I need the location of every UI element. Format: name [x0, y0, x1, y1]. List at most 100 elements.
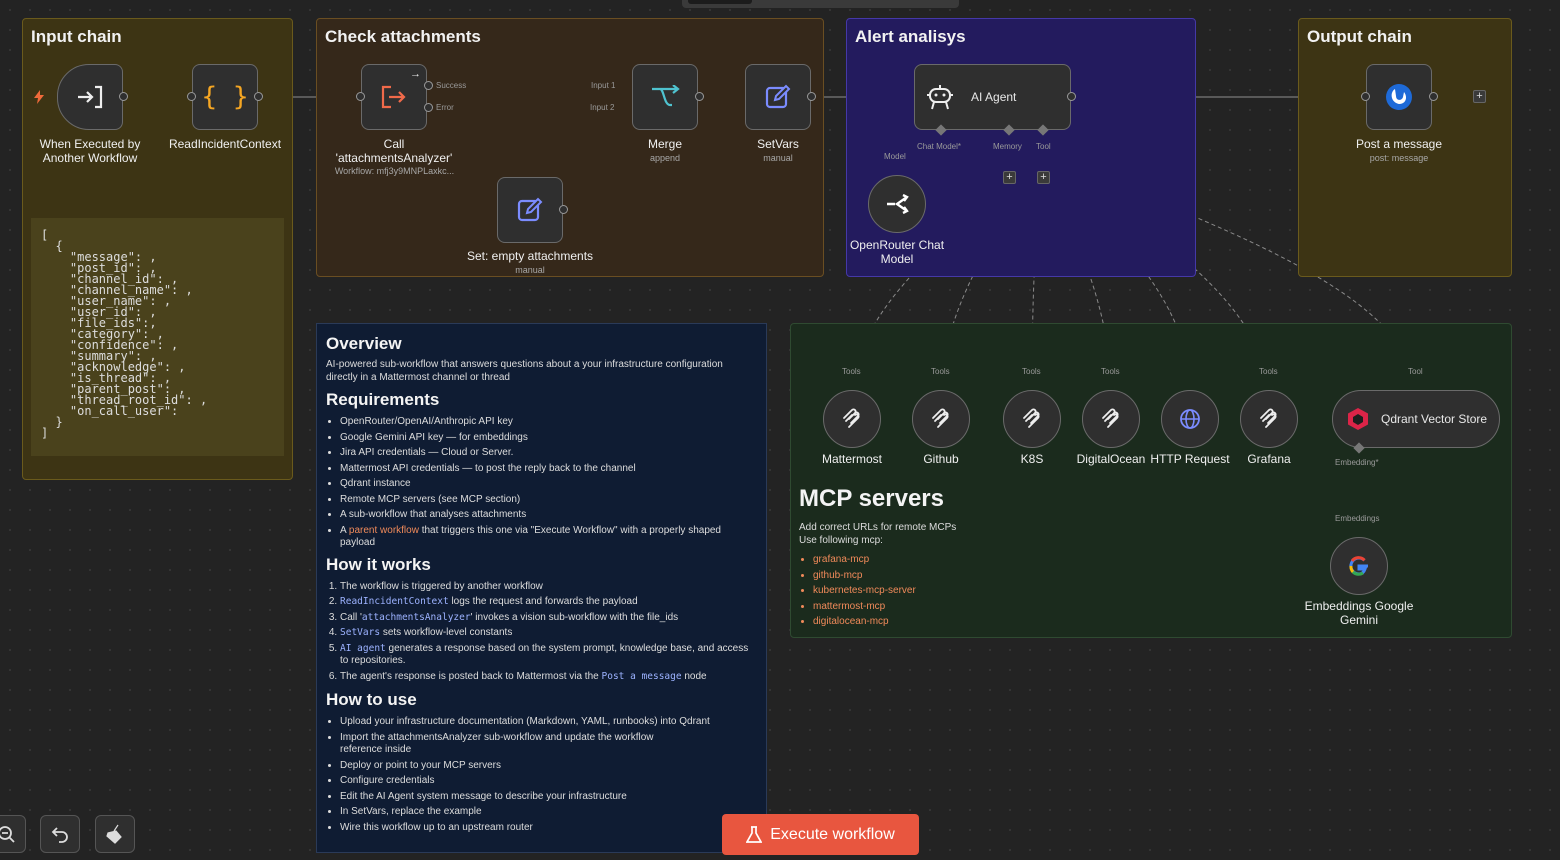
node-label: Merge	[647, 137, 682, 151]
port-out[interactable]	[1429, 92, 1438, 101]
mcp-item[interactable]: grafana-mcp	[813, 552, 1099, 568]
arrow-right-icon: →	[410, 68, 421, 80]
robot-icon	[927, 85, 953, 110]
node-digitalocean-mcp[interactable]	[1082, 390, 1140, 448]
mcp-icon	[1260, 408, 1277, 428]
port-out[interactable]	[559, 205, 568, 214]
mcp-item[interactable]: digitalocean-mcp	[813, 614, 1099, 630]
node-post-message[interactable]	[1366, 64, 1432, 130]
node-grafana-mcp[interactable]	[1240, 390, 1298, 448]
list-item: ReadIncidentContext logs the request and…	[340, 594, 757, 610]
braces-icon: { }	[201, 82, 249, 112]
top-toolbar-segment[interactable]	[688, 0, 752, 4]
node-merge[interactable]	[632, 64, 698, 130]
globe-icon	[1180, 409, 1200, 429]
mattermost-icon	[1386, 84, 1412, 110]
port-success[interactable]	[424, 81, 433, 90]
zoom-out-icon	[0, 826, 15, 843]
mcp-list: grafana-mcp github-mcp kubernetes-mcp-se…	[799, 552, 1099, 630]
flask-icon	[746, 825, 763, 843]
node-label: Qdrant Vector Store	[1381, 412, 1488, 426]
add-tool-button[interactable]: +	[1037, 171, 1050, 184]
mcp-icon	[932, 408, 949, 428]
top-toolbar	[682, 0, 959, 8]
node-read-context[interactable]: { }	[192, 64, 258, 130]
mcp-item[interactable]: kubernetes-mcp-server	[813, 583, 1099, 599]
add-memory-button[interactable]: +	[1003, 171, 1016, 184]
mcp-title: MCP servers	[799, 485, 944, 512]
node-sub: append	[649, 153, 681, 163]
port-in[interactable]	[1361, 92, 1370, 101]
enter-icon	[78, 85, 103, 109]
node-trigger[interactable]	[57, 64, 123, 130]
node-call-analyzer[interactable]: →	[361, 64, 427, 130]
list-item: Google Gemini API key — for embeddings	[340, 430, 757, 446]
node-sub: Workflow: mfj3y9MNPLaxkc...	[334, 166, 455, 176]
node-setvars[interactable]	[745, 64, 811, 130]
node-qdrant[interactable]: Qdrant Vector Store	[1332, 390, 1500, 448]
embeddings-label: Embeddings	[1335, 514, 1380, 523]
node-github-mcp[interactable]	[912, 390, 970, 448]
node-label: Github	[923, 452, 959, 466]
input1-label: Input 1	[591, 81, 616, 90]
list-item: SetVars sets workflow-level constants	[340, 625, 757, 641]
group-alert-analysis[interactable]: Alert analisys	[846, 18, 1196, 277]
group-check-attachments[interactable]: Check attachments	[316, 18, 824, 277]
mcp-icon	[843, 408, 860, 428]
undo-icon	[51, 827, 68, 843]
undo-button[interactable]	[40, 815, 80, 853]
qdrant-icon	[1348, 408, 1368, 430]
node-openrouter[interactable]	[868, 175, 926, 233]
node-ai-agent[interactable]: AI Agent	[914, 64, 1071, 130]
embedding-label: Embedding*	[1335, 458, 1379, 467]
node-label: Call 'attachmentsAnalyzer'	[335, 137, 453, 165]
node-http-request[interactable]	[1161, 390, 1219, 448]
group-mcp[interactable]	[790, 323, 1512, 638]
port-in[interactable]	[356, 92, 365, 101]
model-label: Model	[884, 152, 906, 161]
port-out[interactable]	[119, 92, 128, 101]
group-title: Check attachments	[325, 27, 481, 46]
execute-workflow-button[interactable]: Execute workflow	[722, 814, 919, 855]
list-item: Remote MCP servers (see MCP section)	[340, 492, 757, 508]
group-output-chain[interactable]: Output chain	[1298, 18, 1512, 277]
port-out[interactable]	[1067, 92, 1076, 101]
tidy-up-button[interactable]	[95, 815, 135, 853]
success-label: Success	[436, 81, 467, 90]
port-out[interactable]	[695, 92, 704, 101]
mcp-item[interactable]: github-mcp	[813, 568, 1099, 584]
node-mattermost-mcp[interactable]	[823, 390, 881, 448]
node-k8s-mcp[interactable]	[1003, 390, 1061, 448]
memory-label: Memory	[993, 142, 1022, 151]
edit-icon	[765, 84, 791, 109]
node-set-empty[interactable]	[497, 177, 563, 243]
add-node-button[interactable]: +	[1473, 90, 1486, 103]
list-item: Configure credentials	[340, 773, 757, 789]
node-label: Embeddings Google Gemini	[1304, 599, 1414, 627]
input2-label: Input 2	[590, 103, 615, 112]
overview-note[interactable]: Overview AI-powered sub-workflow that an…	[316, 323, 767, 853]
google-icon	[1349, 556, 1368, 576]
port-out[interactable]	[254, 92, 263, 101]
node-sub: manual	[763, 153, 793, 163]
port-in[interactable]	[187, 92, 196, 101]
list-item: The agent's response is posted back to M…	[340, 669, 757, 685]
list-item: Deploy or point to your MCP servers	[340, 758, 757, 774]
port-error[interactable]	[424, 103, 433, 112]
node-label: Post a message	[1355, 137, 1443, 151]
bolt-icon	[34, 90, 44, 104]
json-sample-note[interactable]: [ { "message": , "post_id": , "channel_i…	[31, 218, 284, 456]
openrouter-icon	[887, 194, 909, 214]
node-gemini[interactable]	[1330, 537, 1388, 595]
mcp-line: Add correct URLs for remote MCPs	[799, 522, 957, 533]
tool-label: Tool	[1036, 142, 1051, 151]
port-out[interactable]	[807, 92, 816, 101]
mcp-note[interactable]: MCP servers Add correct URLs for remote …	[799, 485, 1099, 630]
node-sub: post: message	[1369, 153, 1429, 163]
node-label: ReadIncidentContext	[168, 137, 282, 151]
mcp-item[interactable]: mattermost-mcp	[813, 599, 1099, 615]
parent-workflow-link[interactable]: parent workflow	[348, 524, 419, 536]
overview-text: AI-powered sub-workflow that answers que…	[326, 359, 723, 383]
mcp-line: Use following mcp:	[799, 535, 883, 546]
zoom-out-button[interactable]	[0, 815, 26, 853]
